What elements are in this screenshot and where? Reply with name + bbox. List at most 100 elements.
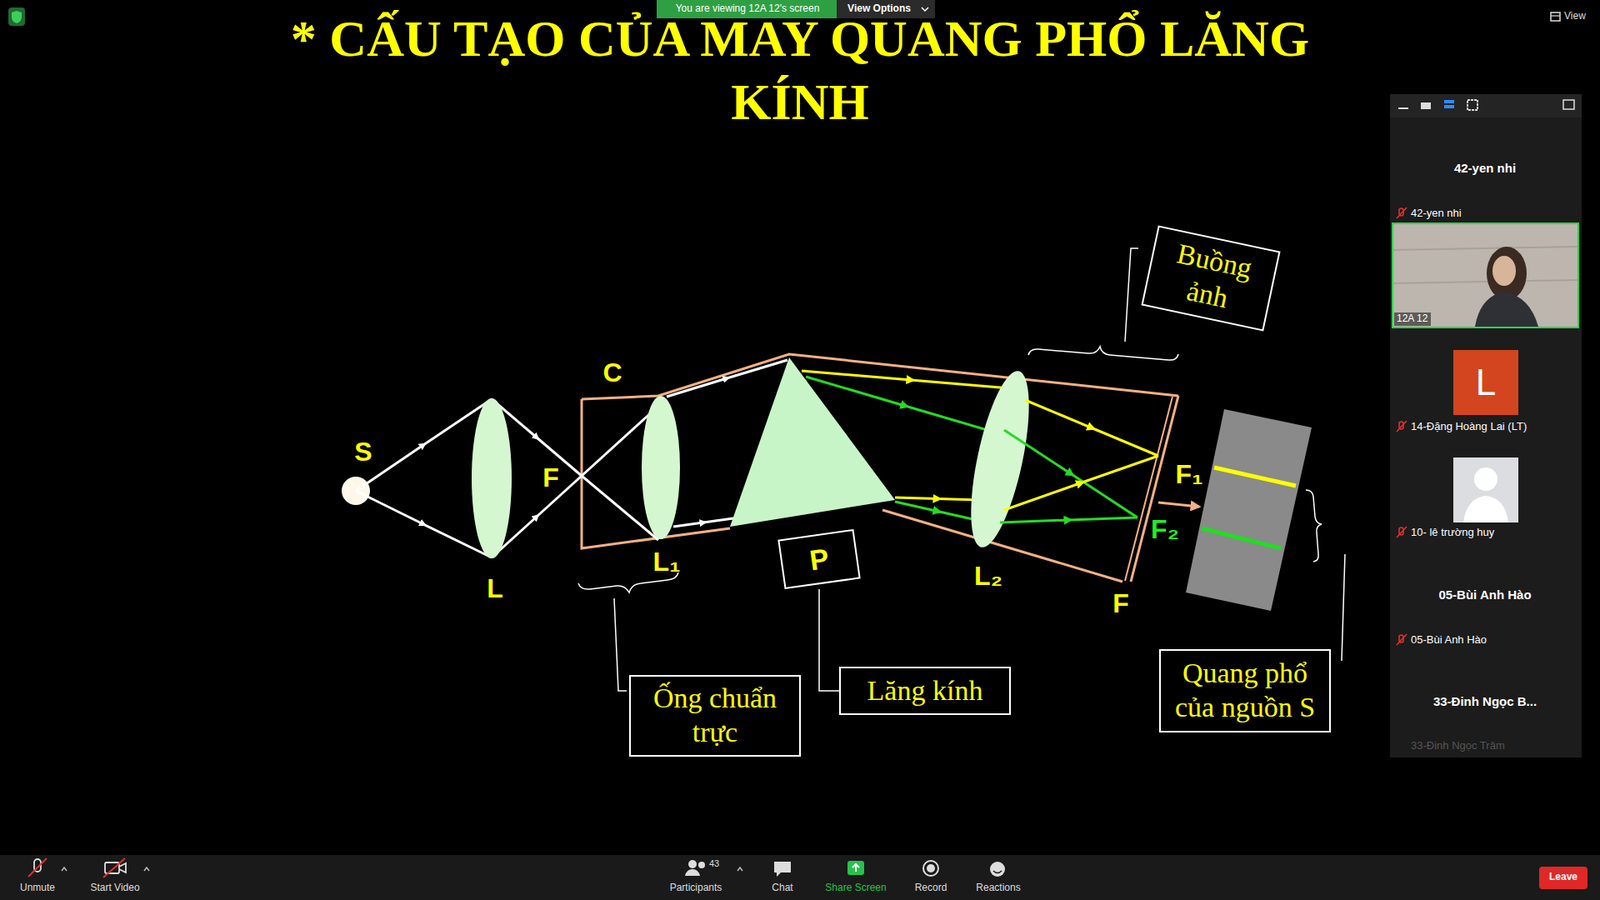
leader-line	[819, 589, 840, 691]
name-tag-ground	[1394, 312, 1431, 326]
toolbar	[0, 855, 1600, 900]
leader-line	[1125, 248, 1139, 342]
spectral-line	[1214, 467, 1296, 486]
avatar	[1453, 457, 1519, 523]
callout-box: Ống chuẩn trực	[629, 675, 801, 757]
view-icon	[1550, 15, 1560, 16]
participant-name: 05-Bùi Anh Hào	[1410, 634, 1487, 647]
part-label: C	[602, 357, 622, 389]
reactions-icon	[993, 870, 1002, 874]
participant-name: 12A 12	[1396, 313, 1428, 325]
callout-box: P	[777, 529, 860, 590]
banner-text: You are viewing 12A 12's screen	[675, 3, 820, 15]
share-icon	[847, 860, 865, 875]
lens	[641, 395, 680, 540]
participants-icon	[698, 861, 705, 869]
slide-title: * CẤU TẠO CỦA MAY QUANG PHỔ LĂNG KÍNH	[241, 6, 1359, 134]
participant-panel	[1390, 94, 1582, 758]
light-ray	[355, 399, 492, 491]
participants-icon	[688, 860, 697, 869]
button-label: View	[1564, 10, 1586, 23]
panel-toolbar	[1390, 94, 1582, 118]
person-face	[1492, 255, 1516, 286]
box-text: Lăng kính	[867, 674, 984, 709]
box-text: Quang phổ của nguồn S	[1169, 656, 1321, 725]
spectral-line	[1201, 528, 1281, 549]
callout-box: Buồng ảnh	[1140, 225, 1280, 331]
yellow-ray	[801, 370, 1020, 390]
box-text: P	[807, 540, 831, 578]
toolbar-icon	[1563, 100, 1575, 110]
toolbar-label: Chat	[771, 882, 793, 895]
camera-icon	[119, 863, 126, 873]
participant-name: 33-Đinh Ngọc B...	[1433, 694, 1537, 709]
share-icon	[852, 864, 860, 872]
green-ray	[1004, 430, 1138, 518]
toolbar-label: Unmute	[20, 882, 55, 895]
part-label: F	[542, 462, 560, 494]
participant-name: 33-Đinh Ngọc Trâm	[1410, 740, 1505, 753]
leader-line	[1341, 554, 1345, 661]
box-text: Ống chuẩn trực	[639, 681, 791, 750]
record-icon	[923, 860, 939, 876]
focus-label: F₁	[1175, 459, 1204, 490]
toolbar-label: Start Video	[90, 882, 140, 895]
reactions-icon	[990, 861, 1005, 877]
part-label: L₂	[974, 560, 1003, 592]
participant-name: 10- lê trường huy	[1410, 526, 1495, 540]
part-label: S	[354, 436, 372, 468]
toolbar-icon	[1444, 100, 1455, 104]
light-ray	[673, 518, 734, 527]
record-icon	[926, 864, 935, 873]
participant-name: 05-Bùi Anh Hào	[1438, 587, 1531, 602]
video-tile	[1392, 223, 1579, 328]
toolbar-icon	[1398, 107, 1409, 110]
camera-edge	[1130, 395, 1179, 582]
toolbar-label: Participants	[670, 882, 723, 895]
green-ray	[805, 376, 1005, 435]
wall-texture	[1393, 246, 1578, 284]
avatar-initial: L	[1475, 361, 1496, 405]
avatar-silhouette	[1474, 467, 1498, 491]
camera-icon	[103, 858, 125, 878]
leader-line	[614, 598, 627, 691]
toolbar-icon	[1420, 102, 1431, 110]
yellow-ray	[1025, 400, 1159, 456]
panel-ground	[1390, 94, 1582, 758]
security-icon	[8, 7, 25, 26]
prism	[730, 357, 895, 527]
leave-button	[1539, 866, 1588, 890]
pointer-arrow	[1158, 502, 1200, 507]
tube-outline	[581, 354, 1179, 400]
green-ray	[1000, 517, 1138, 523]
brace	[1028, 346, 1179, 360]
participant-name: 14-Đặng Hoàng Lai (LT)	[1410, 420, 1527, 434]
callout-box: Lăng kính	[839, 666, 1011, 715]
button-label: Leave	[1549, 871, 1578, 884]
participant-name: 42-yen nhi	[1454, 160, 1516, 175]
count-badge: 43	[709, 858, 720, 870]
camera-edge	[1125, 396, 1173, 581]
camera-icon	[105, 862, 120, 874]
mic-icon	[28, 858, 47, 877]
avatar-silhouette	[1463, 495, 1509, 523]
yellow-ray	[1004, 455, 1159, 510]
part-label: F	[1112, 588, 1130, 620]
lens	[471, 398, 512, 559]
shield-glyph	[11, 10, 22, 24]
toolbar-icon	[1467, 100, 1478, 110]
participants-icon	[685, 869, 700, 876]
caret-icon	[61, 867, 67, 871]
chat-icon	[774, 861, 791, 877]
box-text: Buồng ảnh	[1152, 234, 1270, 323]
part-label: L₁	[653, 546, 681, 578]
light-ray	[355, 490, 492, 558]
participant-name: 42-yen nhi	[1410, 207, 1462, 220]
toolbar-icon	[1444, 105, 1455, 109]
button-label: View Options	[847, 3, 911, 15]
person-hair	[1486, 246, 1527, 300]
person-body	[1475, 291, 1539, 327]
view-icon	[1550, 12, 1560, 21]
